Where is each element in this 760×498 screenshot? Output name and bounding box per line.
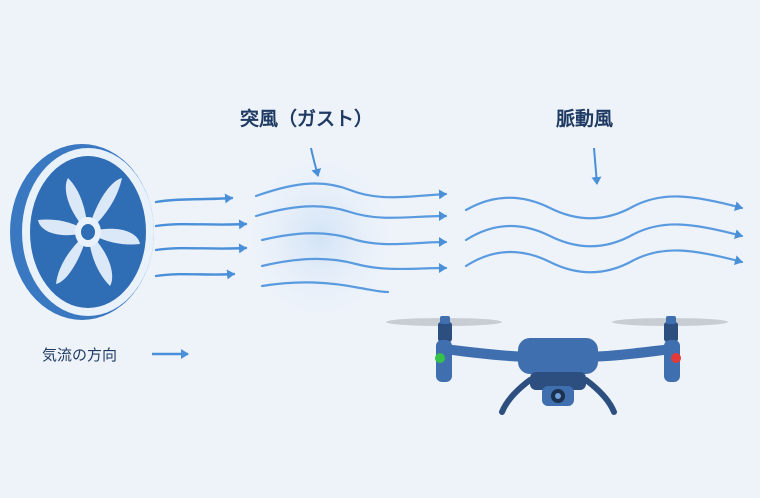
airflow-direction-label: 気流の方向 [42,346,118,364]
gust-pointer-arrow-icon [310,147,322,177]
gust-line [260,257,448,274]
led-red [671,353,681,363]
flow-arrow [154,243,248,254]
pulse-pointer-arrow-icon [591,147,602,185]
pulsating-wind-label: 脈動風 [556,108,614,130]
flow-arrow [154,269,236,280]
drone-body [518,338,598,374]
flow-arrow [154,193,234,204]
flow-arrow [154,219,248,230]
fan-icon [10,144,154,320]
gust-label: 突風（ガスト） [240,108,374,130]
gust-line [254,205,448,222]
gust-line [260,281,390,294]
pulse-line [464,249,744,274]
fan-blades [38,178,140,286]
gust-line [260,232,448,248]
gust-flow-lines [254,182,448,294]
drone-icon [386,316,728,415]
gust-region [250,160,390,316]
fan-airflow-arrows [154,193,248,280]
gust-line [254,182,448,200]
led-green [435,353,445,363]
pulse-line [464,195,744,220]
pulsating-flow-lines [464,195,744,274]
pulse-line [464,223,744,248]
